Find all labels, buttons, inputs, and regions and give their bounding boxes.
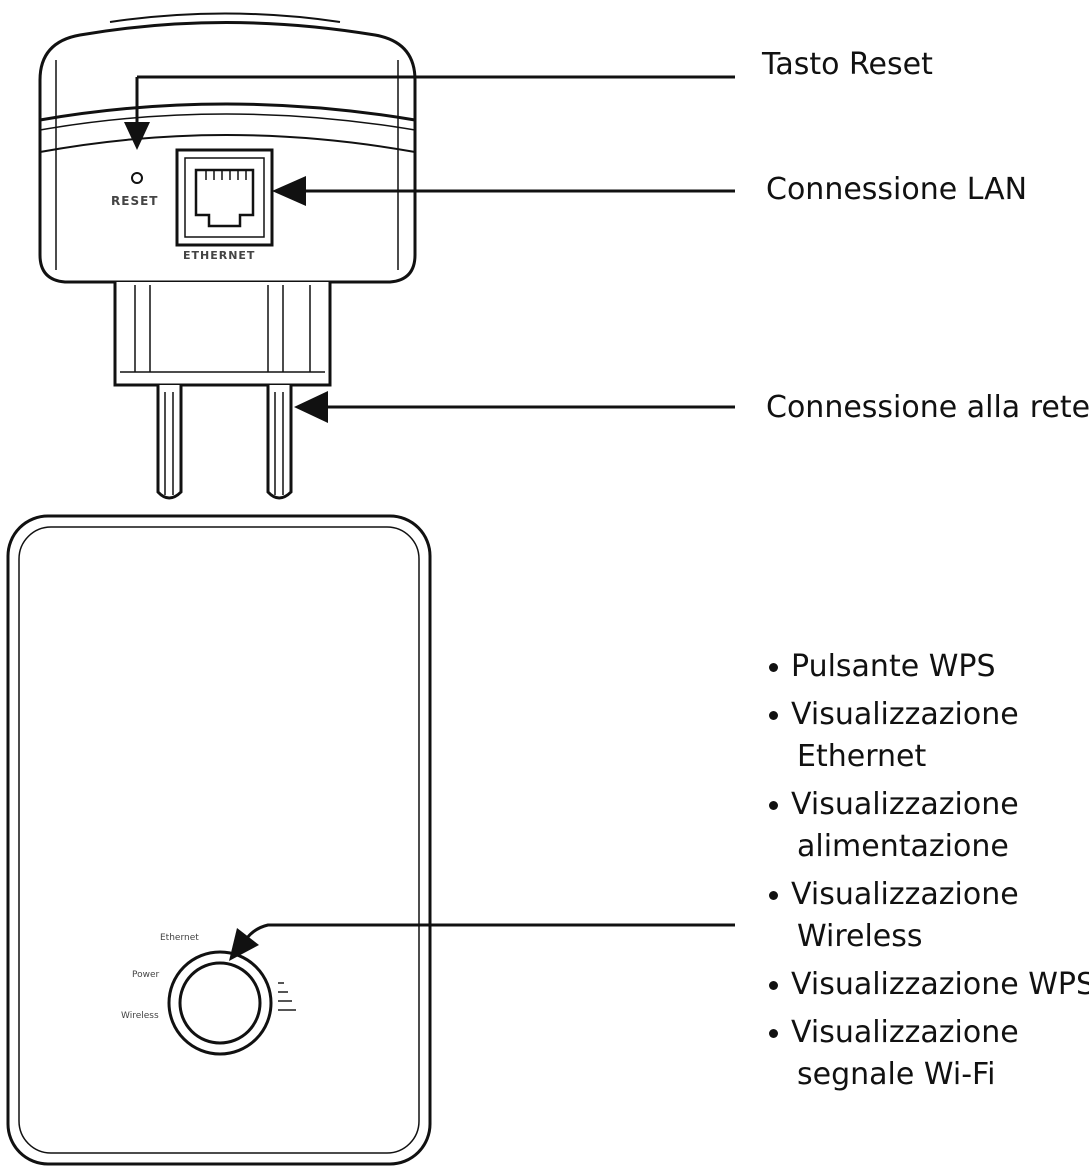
feature-line-1: Visualizzazione xyxy=(791,877,1019,912)
feature-item: Pulsante WPS xyxy=(765,646,1087,688)
led-wireless-label: Wireless xyxy=(121,1011,159,1021)
feature-item: Visualizzazione segnale Wi-Fi xyxy=(765,1012,1087,1096)
bullet-icon xyxy=(769,981,778,990)
mains-connection-callout: Connessione alla rete xyxy=(766,390,1089,425)
lan-arrowhead xyxy=(272,176,306,206)
feature-line-2: segnale Wi-Fi xyxy=(797,1057,996,1092)
wps-button xyxy=(167,950,273,1056)
wps-arrowhead xyxy=(229,928,259,961)
plug-housing xyxy=(38,12,417,284)
reset-hole xyxy=(131,172,143,184)
plug-pins xyxy=(156,385,293,500)
bullet-icon xyxy=(769,1029,778,1038)
led-ethernet-label: Ethernet xyxy=(160,933,199,943)
feature-line-2: alimentazione xyxy=(797,829,1009,864)
wps-callout-line xyxy=(245,923,735,939)
bullet-icon xyxy=(769,891,778,900)
ethernet-port-label: ETHERNET xyxy=(183,249,256,262)
bullet-icon xyxy=(769,801,778,810)
feature-line-1: Visualizzazione WPS xyxy=(791,967,1089,1002)
mains-arrowhead xyxy=(294,391,328,423)
led-power-label: Power xyxy=(132,970,160,980)
feature-line-2: Wireless xyxy=(797,919,923,954)
feature-line-1: Visualizzazione xyxy=(791,787,1019,822)
bullet-icon xyxy=(769,663,778,672)
feature-line-1: Visualizzazione xyxy=(791,1015,1019,1050)
feature-line-1: Pulsante WPS xyxy=(791,649,996,684)
front-panel xyxy=(6,514,432,1166)
plug-base xyxy=(113,282,332,387)
wifi-signal-bars-icon xyxy=(278,982,296,1011)
reset-arrowhead xyxy=(124,122,150,150)
callout-lines xyxy=(124,75,735,961)
ethernet-port xyxy=(175,148,274,247)
feature-line-1: Visualizzazione xyxy=(791,697,1019,732)
bullet-icon xyxy=(769,711,778,720)
feature-item: Visualizzazione alimentazione xyxy=(765,784,1087,868)
reset-label: RESET xyxy=(111,194,159,208)
feature-item: Visualizzazione WPS xyxy=(765,964,1089,1006)
feature-line-2: Ethernet xyxy=(797,739,927,774)
reset-button-callout: Tasto Reset xyxy=(762,47,933,82)
lan-connection-callout: Connessione LAN xyxy=(766,172,1028,207)
